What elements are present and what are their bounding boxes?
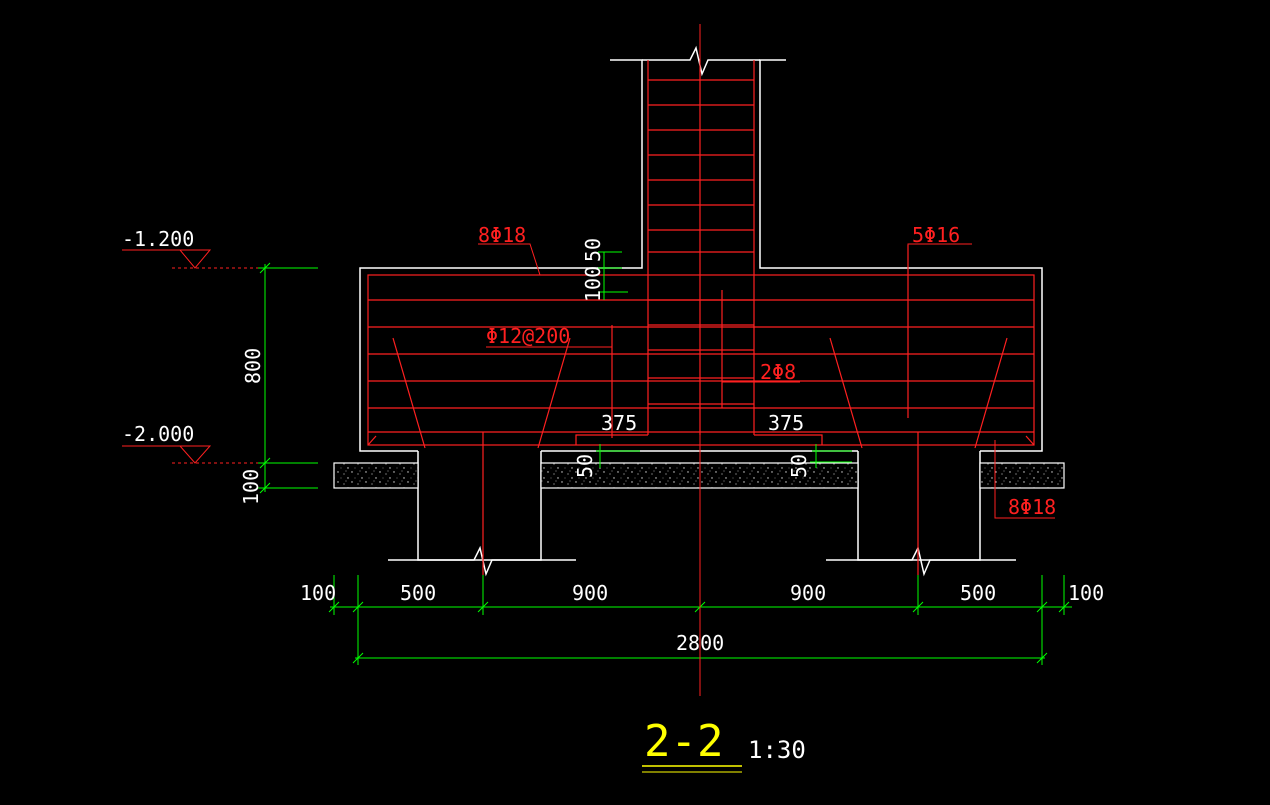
column-outline-right bbox=[759, 59, 1043, 452]
dim-bottom-1: 500 bbox=[400, 581, 436, 605]
column-break-symbol bbox=[642, 45, 760, 77]
base-bars bbox=[367, 274, 1035, 446]
rebar-text: 8Φ18 5Φ16 Φ12@200 2Φ8 8Φ18 bbox=[478, 223, 1056, 519]
dim-100-top: 100 bbox=[581, 266, 605, 302]
pile-left bbox=[417, 451, 542, 561]
drawing-scale: 1:30 bbox=[748, 736, 806, 764]
elev-bottom: -2.000 bbox=[122, 422, 194, 446]
column-stirrups bbox=[648, 79, 754, 405]
elev-top: -1.200 bbox=[122, 227, 194, 251]
dimensions bbox=[258, 251, 1072, 665]
leader-8phi18-bottom bbox=[994, 440, 1055, 519]
dimension-text: 800 100 50 100 375 375 50 50 100 500 900… bbox=[239, 238, 1104, 655]
drawing-title: 2-2 bbox=[644, 716, 723, 767]
dim-50-top: 50 bbox=[581, 238, 605, 262]
dim-50-bottom-left: 50 bbox=[573, 454, 597, 478]
pile-right-break bbox=[826, 545, 1016, 577]
dim-375-right: 375 bbox=[768, 411, 804, 435]
label-8phi18-bottom: 8Φ18 bbox=[1008, 495, 1056, 519]
leader-5phi16 bbox=[907, 243, 972, 275]
dim-bottom-3: 900 bbox=[790, 581, 826, 605]
concrete-outline bbox=[359, 45, 1043, 577]
label-2phi8: 2Φ8 bbox=[760, 360, 796, 384]
rebar-labels bbox=[478, 243, 1055, 519]
dim-bottom-4: 500 bbox=[960, 581, 996, 605]
leader-phi12 bbox=[486, 340, 613, 348]
dim-800: 800 bbox=[241, 348, 265, 384]
dim-100-pad: 100 bbox=[239, 469, 263, 505]
dim-bottom-5: 100 bbox=[1068, 581, 1104, 605]
column-outline bbox=[359, 59, 643, 452]
title-block: 2-2 1:30 bbox=[642, 716, 806, 773]
lean-concrete-pad bbox=[333, 462, 1065, 489]
elevation-markers bbox=[122, 249, 258, 464]
pile-left-break bbox=[388, 545, 576, 577]
elevation-text: -1.200 -2.000 bbox=[122, 227, 194, 446]
dim-bottom-2: 900 bbox=[572, 581, 608, 605]
leader-8phi18-top bbox=[478, 243, 541, 276]
label-5phi16: 5Φ16 bbox=[912, 223, 960, 247]
label-stirrup: Φ12@200 bbox=[486, 324, 570, 348]
dim-50-bottom-right: 50 bbox=[787, 454, 811, 478]
rebar bbox=[367, 60, 1035, 575]
dim-bottom-0: 100 bbox=[300, 581, 336, 605]
dim-375-left: 375 bbox=[601, 411, 637, 435]
label-8phi18-top: 8Φ18 bbox=[478, 223, 526, 247]
pile-right bbox=[857, 451, 981, 561]
